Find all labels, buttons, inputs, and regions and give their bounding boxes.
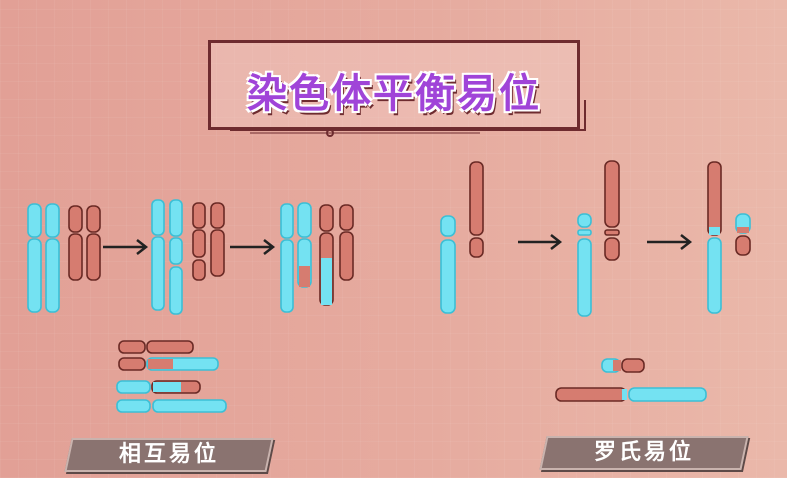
blue-chromosome-arm [169, 199, 183, 237]
red-chromosome-arm [707, 161, 722, 236]
red-chromosome-arm [68, 233, 83, 281]
blue-chromosome-arm [116, 399, 151, 413]
blue-chromosome-arm [169, 237, 183, 265]
blue-chromosome-arm [280, 203, 294, 239]
translocated-segment [622, 389, 627, 400]
blue-chromosome-arm [280, 239, 294, 313]
blue-chromosome-arm [45, 238, 60, 313]
arrow-right-icon [103, 239, 149, 255]
red-chromosome-arm [210, 202, 225, 229]
translocated-segment [321, 258, 332, 305]
arrow-right-icon [230, 239, 276, 255]
arrow-right-icon [647, 234, 693, 250]
red-chromosome-arm [621, 358, 645, 373]
red-chromosome-arm [555, 387, 627, 402]
translocated-segment [737, 227, 749, 233]
blue-chromosome-arm [116, 380, 151, 394]
red-chromosome-arm [604, 229, 620, 236]
label-robertsonian-translocation: 罗氏易位 [539, 436, 749, 470]
title-box: 染色体平衡易位 [208, 40, 580, 130]
blue-chromosome-arm [440, 239, 456, 314]
red-chromosome-arm [86, 233, 101, 281]
title-decoration [230, 100, 586, 137]
red-chromosome-arm [118, 340, 146, 354]
label-text: 罗氏易位 [593, 440, 694, 465]
blue-chromosome-arm [152, 399, 227, 413]
red-chromosome-arm [192, 202, 206, 229]
blue-chromosome-arm [628, 387, 707, 402]
red-chromosome-arm [68, 205, 83, 233]
blue-chromosome-arm [707, 237, 722, 314]
arrow-right-icon [518, 234, 563, 250]
translocated-segment [709, 227, 720, 235]
red-chromosome-arm [604, 237, 620, 261]
label-reciprocal-translocation: 相互易位 [64, 438, 274, 472]
label-text: 相互易位 [118, 442, 219, 467]
blue-chromosome-arm [151, 236, 165, 311]
red-chromosome-arm [469, 237, 484, 258]
translocated-segment [153, 382, 181, 392]
translocated-segment [613, 360, 621, 371]
page-title: 染色体平衡易位 [247, 71, 541, 117]
blue-chromosome-arm [440, 215, 456, 237]
red-chromosome-arm [339, 231, 354, 281]
blue-chromosome-arm [27, 203, 42, 238]
translocated-segment [299, 266, 310, 287]
blue-chromosome-arm [577, 238, 592, 317]
red-chromosome-arm [604, 160, 620, 228]
blue-chromosome-arm [577, 213, 592, 228]
red-chromosome-arm [210, 229, 225, 277]
red-chromosome-arm [192, 259, 206, 281]
blue-chromosome-arm [151, 199, 165, 236]
red-chromosome-arm [339, 204, 354, 231]
red-chromosome-arm [319, 204, 334, 232]
blue-chromosome-arm [297, 202, 312, 238]
red-chromosome-arm [192, 229, 206, 258]
blue-chromosome-arm [169, 266, 183, 315]
red-chromosome-arm [118, 357, 146, 371]
red-chromosome-arm [146, 340, 194, 354]
red-chromosome-arm [735, 235, 751, 256]
red-chromosome-arm [469, 161, 484, 236]
blue-chromosome-arm [27, 238, 42, 313]
blue-chromosome-arm [45, 203, 60, 238]
blue-chromosome-arm [577, 229, 592, 236]
red-chromosome-arm [86, 205, 101, 233]
translocated-segment [148, 359, 173, 369]
